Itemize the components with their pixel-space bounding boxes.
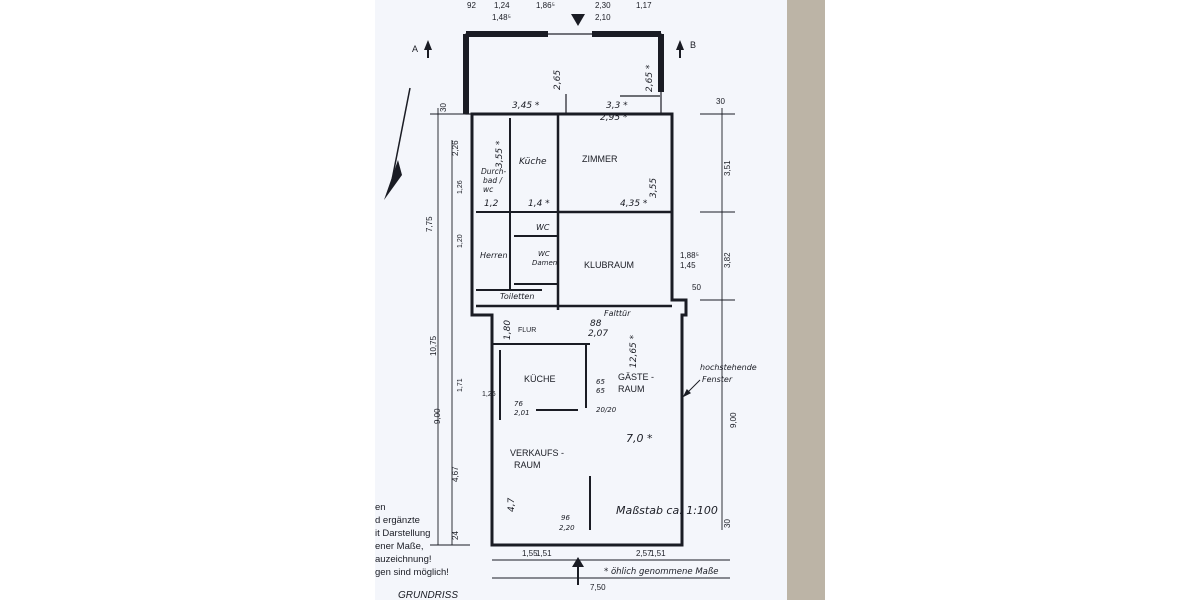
dim-bottom-151a: 1,51 (536, 549, 552, 558)
room-wc-damen-1: WC (538, 250, 550, 258)
dim-bottom-155: 1,55 (522, 549, 538, 558)
dim-kueche-height: 3,55 * (495, 140, 505, 168)
section-marker-bottom (572, 557, 584, 567)
room-wc: WC (536, 223, 550, 232)
side-note-5: auzeichnung! (375, 554, 432, 565)
dim-left-small-120: 1,20 (457, 234, 464, 248)
dim-top-186: 1,86⁵ (536, 1, 555, 10)
floor-background (785, 0, 825, 600)
building-outline (470, 112, 688, 547)
dim-door-220: 2,20 (559, 524, 575, 532)
dim-gaeste-height: 12,65 * (629, 334, 639, 368)
room-durchgang-2: bad / (483, 176, 504, 185)
dim-right-30a: 30 (716, 97, 725, 106)
room-herren: Herren (480, 251, 508, 260)
dim-right-351: 3,51 (723, 160, 732, 176)
room-verkauf-2: RAUM (514, 460, 541, 470)
dim-terrace-r1: 3,3 * (606, 101, 628, 111)
room-gaeste-2: RAUM (618, 384, 645, 394)
footnote-estimated: * öhlich genommene Maße (604, 567, 718, 577)
dim-left-900: 9,00 (433, 408, 442, 424)
plan-title: GRUNDRISS (398, 590, 458, 600)
room-kueche: KÜCHE (524, 374, 556, 384)
dim-top-230: 2,30 (595, 1, 611, 10)
section-b-label: B (690, 40, 696, 50)
side-note-3: it Darstellung (375, 528, 431, 539)
scale-label: Maßstab ca. 1:100 (616, 504, 718, 517)
dim-terrace-h1: 2,65 (553, 70, 563, 90)
dim-top-148: 1,48⁵ (492, 13, 511, 22)
dim-terrace-width: 3,45 * (512, 101, 540, 111)
dim-left-30: 30 (439, 103, 448, 112)
room-wc-damen-2: Damen (532, 259, 557, 267)
dim-right-188: 1,88⁵ (680, 251, 699, 260)
dim-right-30b: 30 (723, 519, 732, 528)
dim-door-1: 1,2 (484, 199, 499, 209)
dim-top-210: 2,10 (595, 13, 611, 22)
side-note-4: ener Maße, (375, 541, 424, 552)
dim-verkauf-height: 4,7 (507, 497, 517, 512)
dim-left-small-171: 1,71 (457, 378, 464, 392)
dim-kueche-2020: 20/20 (596, 406, 617, 414)
terrace-outline (465, 33, 662, 115)
room-durchgang-1: Durch- (481, 167, 506, 176)
room-toiletten: Toiletten (500, 292, 534, 301)
dim-total-width: 7,50 (590, 583, 606, 592)
dim-bottom-151b: 1,51 (650, 549, 666, 558)
room-flur: FLUR (518, 327, 536, 334)
room-zimmer: ZIMMER (582, 154, 618, 164)
windows-note-2: Fenster (702, 375, 733, 384)
dim-left-small-126a: 1,26 (457, 180, 464, 194)
dim-right-50: 50 (692, 283, 701, 292)
dim-flur-c: 2,07 (588, 329, 608, 339)
dim-kueche-65b: 65 (596, 387, 605, 395)
section-a-label: A (412, 44, 418, 54)
dim-left-24: 24 (451, 531, 460, 540)
side-note-2: d ergänzte (375, 515, 420, 526)
dim-left-small-126b: 1,26 (482, 391, 496, 398)
windows-note-1: hochstehende (700, 363, 757, 372)
dim-right-145: 1,45 (680, 261, 696, 270)
label-falttuer: Falttür (604, 309, 631, 318)
dim-kueche-201: 2,01 (514, 409, 530, 417)
side-note-6: gen sind möglich! (375, 567, 449, 578)
dim-door-96: 96 (561, 514, 570, 522)
dim-right-900: 9,00 (729, 412, 738, 428)
room-klubraum: KLUBRAUM (584, 260, 634, 270)
dim-left-226: 2,26 (451, 140, 460, 156)
room-durchgang-3: wc (483, 185, 494, 194)
dim-left-775: 7,75 (425, 216, 434, 232)
north-arrow-icon (384, 160, 402, 200)
dim-top-124: 1,24 (494, 1, 510, 10)
dim-gaeste-width: 7,0 * (626, 432, 653, 445)
dim-left-1075: 10,75 (429, 335, 438, 356)
side-note-1: en (375, 502, 386, 513)
dim-terrace-r2: 2,95 * (600, 113, 628, 123)
dim-kueche-76: 76 (514, 400, 523, 408)
dim-zimmer-width: 4,35 * (620, 199, 648, 209)
dim-top-117: 1,17 (636, 1, 652, 10)
section-marker-top (571, 14, 585, 26)
dim-flur-b: 88 (590, 319, 602, 329)
dim-left-467: 4,67 (451, 466, 460, 482)
room-gaeste-1: GÄSTE - (618, 372, 654, 382)
room-verkauf-1: VERKAUFS - (510, 448, 564, 458)
dim-flur-a: 1,80 (503, 320, 513, 340)
dim-right-382: 3,82 (723, 252, 732, 268)
dim-door-2: 1,4 * (528, 199, 550, 209)
dim-top-92: 92 (467, 1, 476, 10)
dim-bottom-257: 2,57 (636, 549, 652, 558)
dim-terrace-h2: 2,65 * (645, 64, 655, 92)
dim-kueche-65a: 65 (596, 378, 605, 386)
dim-zimmer-height: 3,55 (649, 178, 659, 198)
room-kueche-top: Küche (519, 157, 547, 167)
